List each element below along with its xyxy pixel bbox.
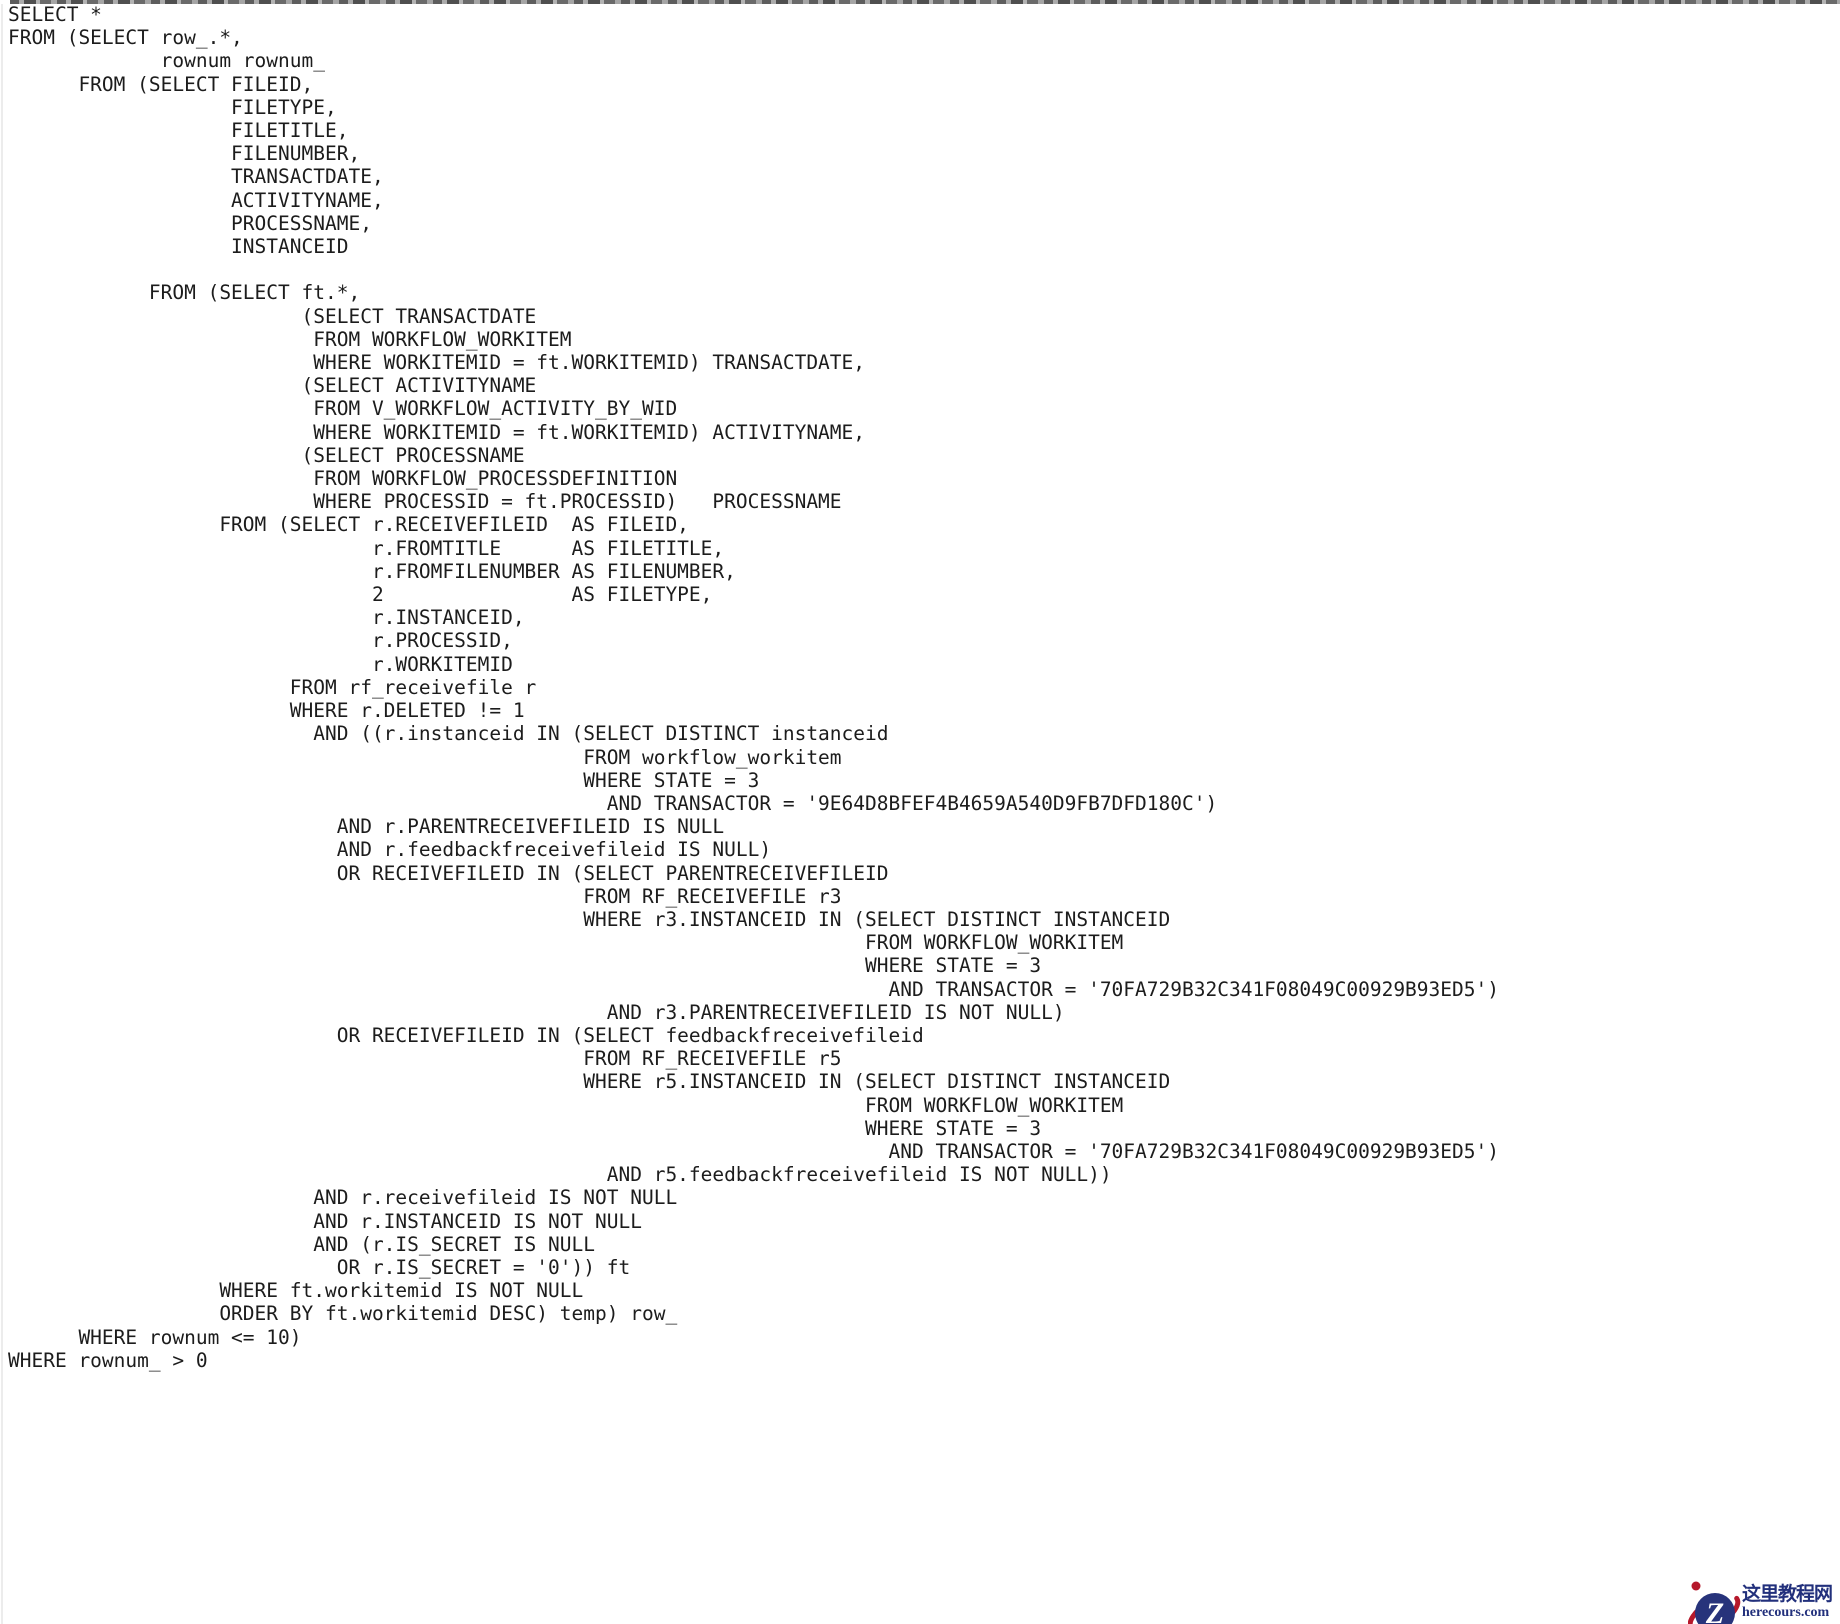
watermark-site-url: herecours.com (1742, 1605, 1830, 1620)
logo-swoosh-dot-icon (1691, 1581, 1701, 1591)
watermark-site-name: 这里教程网 (1742, 1583, 1833, 1605)
logo-globe-icon (1695, 1593, 1735, 1624)
sql-query-text: SELECT * FROM (SELECT row_.*, rownum row… (8, 3, 1499, 1372)
watermark: Z 这里教程网 herecours.com (1688, 1556, 1838, 1624)
left-border-line (1, 4, 3, 1624)
cropped-top-edge-strip (10, 0, 1840, 4)
logo-z-letter: Z (1705, 1597, 1724, 1624)
watermark-logo: Z (1688, 1581, 1741, 1624)
